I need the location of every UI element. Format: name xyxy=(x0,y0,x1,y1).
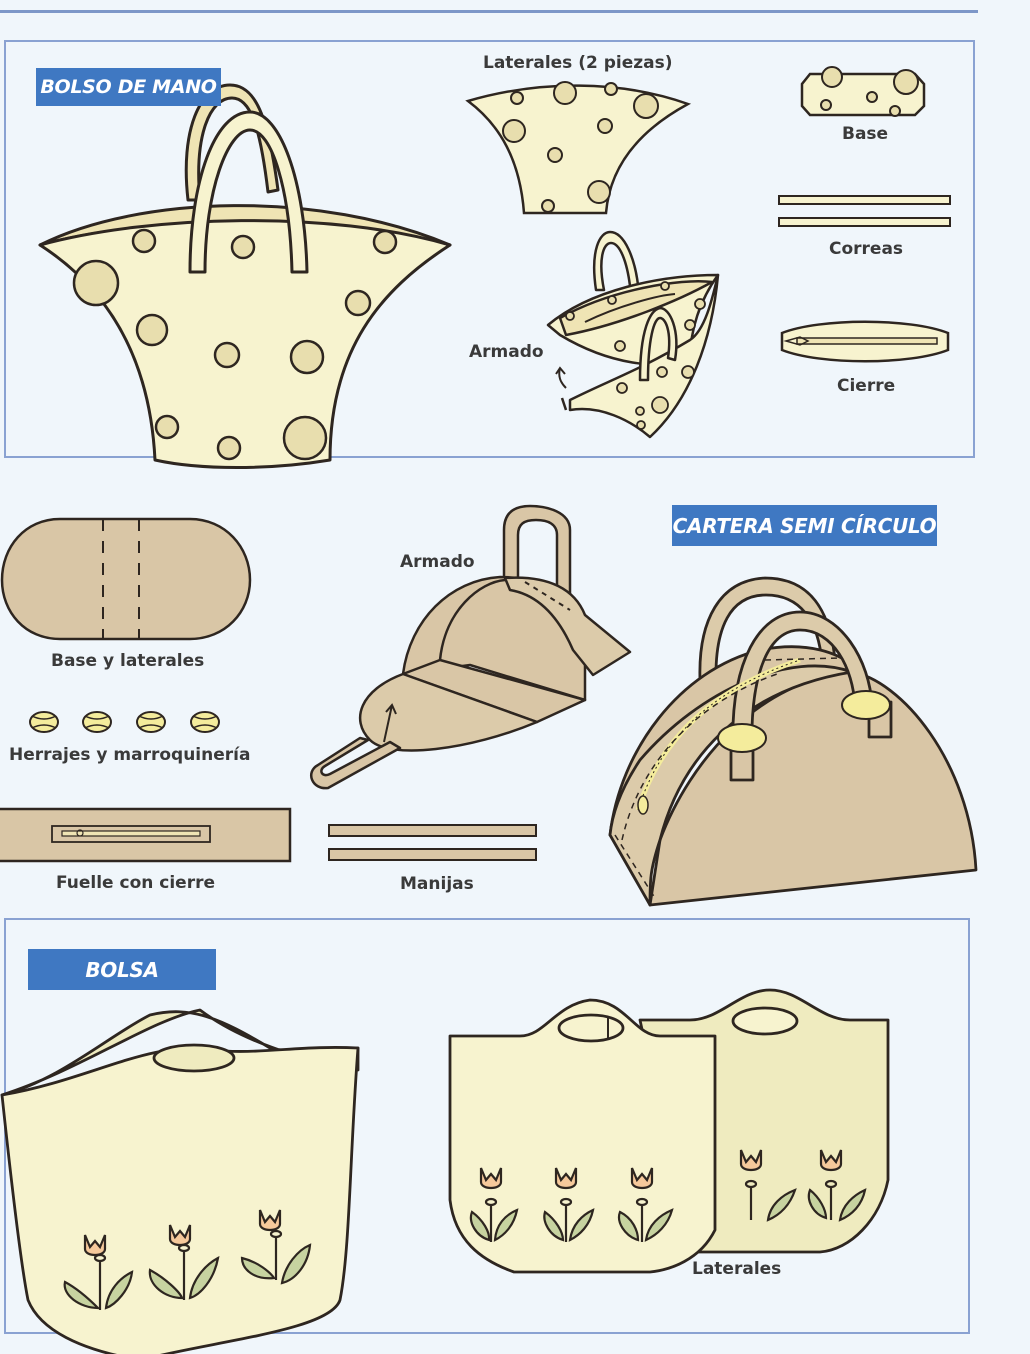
cartera-semi-circulo-title: CARTERA SEMI CÍRCULO xyxy=(672,513,937,538)
label-base: Base xyxy=(842,124,889,144)
label-cierre: Cierre xyxy=(837,376,896,396)
cartera-semi-circulo-banner: CARTERA SEMI CÍRCULO xyxy=(672,505,937,546)
bolso-de-mano-panel xyxy=(4,40,975,458)
bolso-armado-illustration xyxy=(546,230,720,439)
bolsa-title: BOLSA xyxy=(85,957,159,982)
label-herrajes: Herrajes y marroquinería xyxy=(9,745,251,765)
bolso-de-mano-illustration xyxy=(38,83,452,469)
label-correas: Correas xyxy=(829,239,904,259)
label-manijas: Manijas xyxy=(400,874,474,894)
label-fuelle-con-cierre: Fuelle con cierre xyxy=(56,873,216,893)
arrow-icon xyxy=(555,366,567,389)
label-armado-bolso: Armado xyxy=(469,342,544,362)
bolsa-banner: BOLSA xyxy=(28,949,216,990)
label-base-y-laterales: Base y laterales xyxy=(51,651,205,671)
label-laterales-2-piezas: Laterales (2 piezas) xyxy=(483,53,673,73)
arrow-icon xyxy=(383,703,397,743)
laterales-piece-icon xyxy=(465,81,692,215)
bolso-de-mano-title: BOLSO DE MANO xyxy=(40,76,217,98)
base-piece-icon xyxy=(800,66,926,117)
bolso-de-mano-banner: BOLSO DE MANO xyxy=(36,68,221,106)
label-laterales-bolsa: Laterales xyxy=(692,1259,782,1279)
cierre-zipper-icon xyxy=(780,320,950,363)
correas-straps-icon xyxy=(778,195,951,227)
top-rule xyxy=(0,10,978,13)
label-armado-cartera: Armado xyxy=(400,552,475,572)
